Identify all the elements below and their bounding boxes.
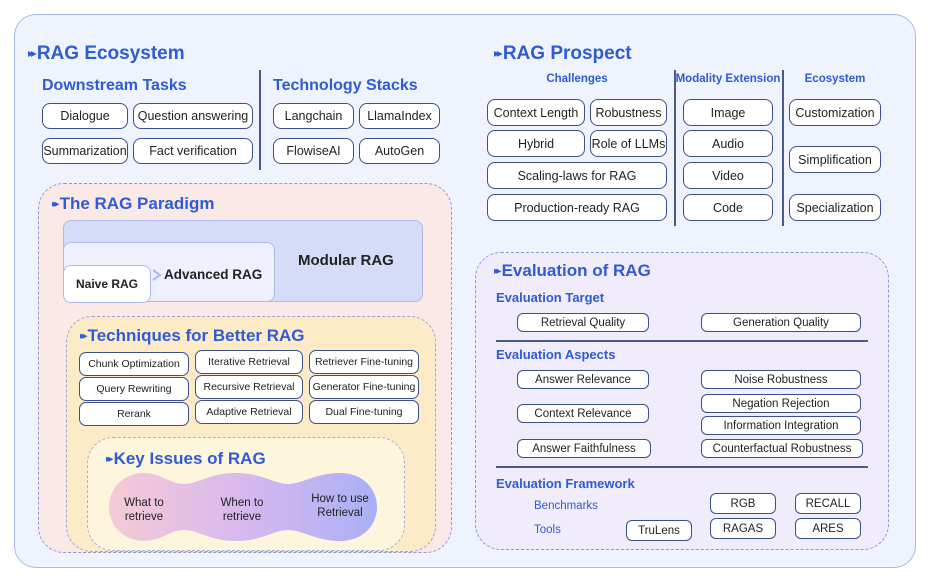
- arrow-right-icon: [152, 269, 162, 281]
- challenge-robustness: Robustness: [590, 99, 667, 126]
- ecosystem-simplification: Simplification: [789, 146, 881, 173]
- ecosystem-title: RAG Ecosystem: [36, 43, 185, 64]
- benchmark-rgb: RGB: [710, 493, 776, 514]
- evaluation-divider-2: [496, 466, 868, 468]
- techniques-section-title: ▸▸Techniques for Better RAG: [80, 326, 305, 346]
- evaluation-divider-1: [496, 340, 868, 342]
- tool-trulens: TruLens: [626, 520, 692, 541]
- prospect-divider-left: [674, 70, 676, 226]
- ecosystem-divider: [259, 70, 261, 170]
- aspect-counterfactual-robustness: Counterfactual Robustness: [701, 439, 863, 458]
- technique-query-rewriting: Query Rewriting: [79, 377, 189, 401]
- modality-extension-title: Modality Extension: [675, 73, 781, 85]
- double-chevron-icon: ▸▸: [106, 453, 113, 465]
- key-issues-section-title: ▸▸Key Issues of RAG: [106, 449, 266, 469]
- key-issues-title: Key Issues of RAG: [113, 449, 266, 468]
- target-generation-quality: Generation Quality: [701, 313, 861, 332]
- ecosystem-specialization: Specialization: [789, 194, 881, 221]
- prospect-divider-right: [782, 70, 784, 226]
- key-issues-blob: [109, 473, 377, 541]
- paradigm-title: The RAG Paradigm: [59, 194, 215, 213]
- naive-rag-box: Naive RAG: [63, 265, 151, 303]
- downstream-task-summarization: Summarization: [42, 138, 128, 164]
- technique-rerank: Rerank: [79, 402, 189, 426]
- challenge-hybrid: Hybrid: [487, 130, 585, 157]
- double-chevron-icon: ▸▸: [494, 47, 503, 60]
- aspect-noise-robustness: Noise Robustness: [701, 370, 861, 389]
- aspect-information-integration: Information Integration: [701, 416, 861, 435]
- tech-stack-autogen: AutoGen: [359, 138, 440, 164]
- tech-stack-flowiseai: FlowiseAI: [273, 138, 354, 164]
- downstream-task-dialogue: Dialogue: [42, 103, 128, 129]
- modality-audio: Audio: [683, 130, 773, 157]
- evaluation-target-title: Evaluation Target: [496, 290, 605, 305]
- ecosystem-column-title: Ecosystem: [804, 73, 866, 85]
- challenge-role-of-llms: Role of LLMs: [590, 130, 667, 157]
- evaluation-section-title: ▸▸Evaluation of RAG: [494, 261, 651, 281]
- technique-adaptive-retrieval: Adaptive Retrieval: [195, 400, 303, 424]
- aspect-negation-rejection: Negation Rejection: [701, 394, 861, 413]
- evaluation-title: Evaluation of RAG: [501, 261, 651, 280]
- modality-code: Code: [683, 194, 773, 221]
- tool-ares: ARES: [795, 518, 861, 539]
- aspect-context-relevance: Context Relevance: [517, 404, 649, 423]
- target-retrieval-quality: Retrieval Quality: [517, 313, 649, 332]
- techniques-title: Techniques for Better RAG: [87, 326, 305, 345]
- technique-dual-fine-tuning: Dual Fine-tuning: [309, 400, 419, 424]
- ecosystem-customization: Customization: [789, 99, 881, 126]
- double-chevron-icon: ▸▸: [494, 265, 501, 277]
- paradigm-section-title: ▸▸The RAG Paradigm: [52, 194, 215, 214]
- downstream-tasks-title: Downstream Tasks: [42, 77, 187, 94]
- tool-ragas: RAGAS: [710, 518, 776, 539]
- aspect-answer-relevance: Answer Relevance: [517, 370, 649, 389]
- technique-generator-fine-tuning: Generator Fine-tuning: [309, 375, 419, 399]
- aspect-answer-faithfulness: Answer Faithfulness: [517, 439, 651, 458]
- double-chevron-icon: ▸▸: [28, 47, 37, 60]
- double-chevron-icon: ▸▸: [80, 330, 87, 342]
- key-issue-how-to-use-retrieval: How to use Retrieval: [311, 493, 369, 519]
- benchmarks-label: Benchmarks: [534, 500, 598, 512]
- key-issue-what-to-retrieve: What to retrieve: [124, 497, 164, 523]
- prospect-title: RAG Prospect: [502, 43, 632, 64]
- challenge-context-length: Context Length: [487, 99, 585, 126]
- benchmark-recall: RECALL: [795, 493, 861, 514]
- key-issue-when-to-retrieve: When to retrieve: [220, 497, 264, 523]
- modality-image: Image: [683, 99, 773, 126]
- technology-stacks-title: Technology Stacks: [273, 77, 418, 94]
- downstream-task-fact-verification: Fact verification: [133, 138, 253, 164]
- modular-rag-label: Modular RAG: [298, 252, 394, 269]
- technique-retriever-fine-tuning: Retriever Fine-tuning: [309, 350, 419, 374]
- challenge-scaling-laws: Scaling-laws for RAG: [487, 162, 667, 189]
- evaluation-framework-title: Evaluation Framework: [496, 476, 635, 491]
- advanced-rag-label: Advanced RAG: [164, 267, 263, 282]
- challenge-production-ready: Production-ready RAG: [487, 194, 667, 221]
- tech-stack-langchain: Langchain: [273, 103, 354, 129]
- downstream-task-question-answering: Question answering: [133, 103, 253, 129]
- technique-recursive-retrieval: Recursive Retrieval: [195, 375, 303, 399]
- prospect-section-title: ▸▸RAG Prospect: [494, 43, 632, 65]
- challenges-title: Challenges: [546, 73, 608, 85]
- evaluation-aspects-title: Evaluation Aspects: [496, 347, 616, 362]
- tools-label: Tools: [534, 524, 561, 536]
- double-chevron-icon: ▸▸: [52, 198, 59, 210]
- tech-stack-llamaindex: LlamaIndex: [359, 103, 440, 129]
- technique-iterative-retrieval: Iterative Retrieval: [195, 350, 303, 374]
- ecosystem-section-title: ▸▸RAG Ecosystem: [28, 43, 185, 65]
- modality-video: Video: [683, 162, 773, 189]
- technique-chunk-optimization: Chunk Optimization: [79, 352, 189, 376]
